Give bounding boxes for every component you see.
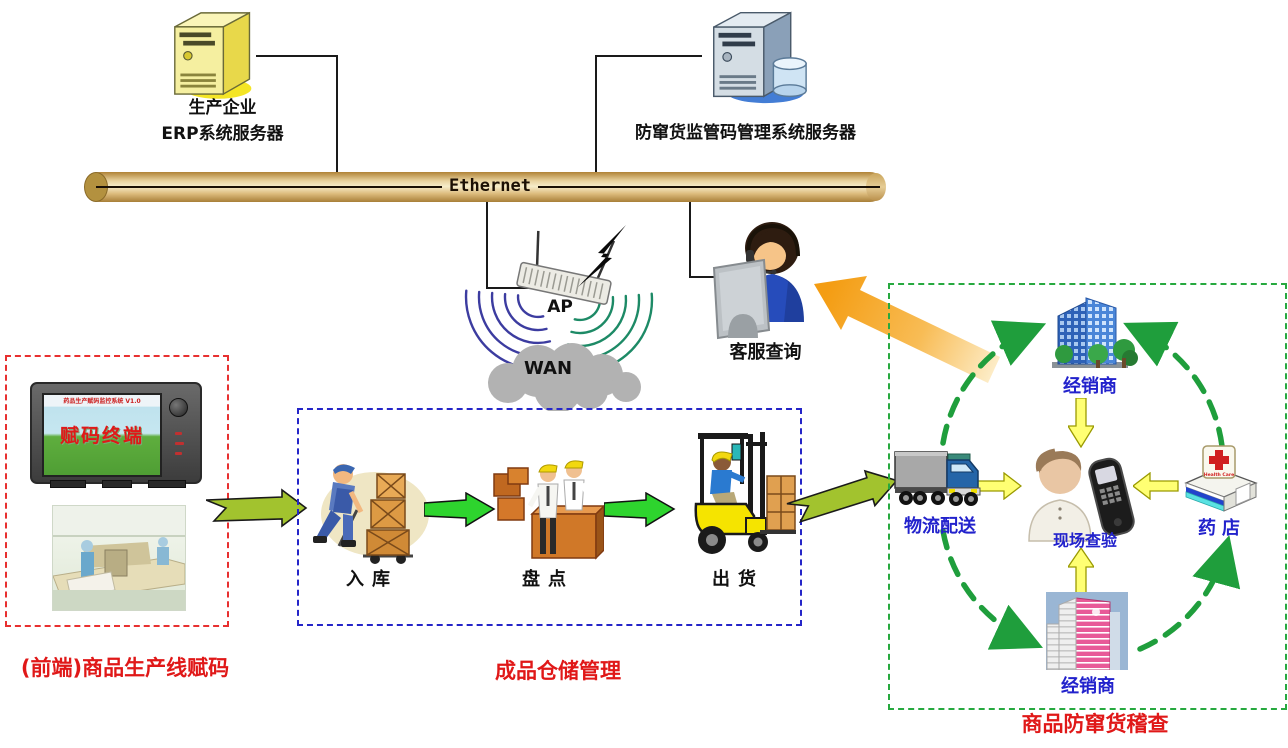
terminal-port (148, 480, 186, 488)
terminal-led (175, 442, 184, 445)
coding-caption: (前端)商品生产线赋码 (20, 656, 230, 680)
arrow-stocktake-to-ship (604, 492, 676, 528)
pharmacy-sign-text: Health Care (1204, 472, 1235, 478)
terminal-led (175, 452, 182, 455)
arrow-top-to-center (1068, 398, 1094, 448)
inbound-worker-icon (313, 448, 431, 566)
arrow-pharmacy-to-center (1133, 472, 1179, 500)
distributor-top-label: 经销商 (1063, 376, 1117, 397)
warehouse-step-stocktake-label: 盘点 (522, 569, 574, 590)
customer-service-icon (698, 218, 823, 346)
ethernet-label: Ethernet (449, 176, 531, 196)
ap-label: AP (547, 297, 573, 317)
wan-label: WAN (523, 358, 573, 379)
ethernet-bus-line-left (96, 186, 442, 188)
line-cs-horizontal (689, 276, 717, 278)
code-server-icon (694, 4, 822, 106)
line-codeserver-horizontal (596, 55, 702, 57)
arrow-inbound-to-stocktake (424, 492, 496, 528)
terminal-led (175, 432, 182, 435)
production-line-photo (52, 505, 186, 611)
forklift-icon (668, 424, 796, 564)
terminal-knob (169, 398, 188, 417)
pharmacy-label: 药店 (1198, 518, 1246, 539)
terminal-screen-header: 药品生产赋码监控系统 V1.0 (63, 398, 141, 405)
coding-terminal-icon: 药品生产赋码监控系统 V1.0 赋码终端 (30, 382, 202, 488)
line-erp-horizontal (256, 55, 338, 57)
warehouse-step-ship-label: 出货 (712, 569, 764, 590)
line-ap-vertical (486, 188, 488, 289)
customer-service-label: 客服查询 (729, 342, 802, 363)
line-erp-vertical (336, 55, 338, 188)
code-server-label: 防窜货监管码管理系统服务器 (635, 123, 856, 143)
arrow-warehouse-to-inspection (783, 460, 903, 532)
ethernet-bus-line-right (538, 186, 880, 188)
arrow-logistics-to-center (976, 472, 1022, 500)
warehouse-box (297, 408, 802, 626)
inspection-caption: 商品防窜货稽查 (1021, 712, 1169, 736)
distributor-bottom-label: 经销商 (1061, 676, 1115, 697)
terminal-port (50, 480, 86, 488)
database-cylinder-icon (772, 57, 807, 98)
logistics-label: 物流配送 (904, 516, 976, 537)
distributor-bottom-icon (1046, 592, 1128, 670)
erp-server-label: 生产企业 ERP系统服务器 (105, 96, 340, 147)
onsite-check-label: 现场查验 (1052, 531, 1117, 550)
arrow-coding-to-warehouse (206, 488, 308, 528)
logistics-truck-icon (893, 440, 983, 516)
distributor-top-icon (1038, 292, 1142, 372)
stocktake-icon (492, 448, 604, 564)
lightning-icon (578, 225, 626, 287)
onsite-check-icon (1015, 443, 1137, 545)
terminal-screen: 药品生产赋码监控系统 V1.0 赋码终端 (42, 393, 162, 477)
line-ap-horizontal (486, 287, 544, 289)
erp-server-label-line2: ERP系统服务器 (161, 123, 284, 144)
warehouse-caption: 成品仓储管理 (495, 659, 621, 683)
erp-server-icon (158, 4, 270, 102)
line-codeserver-vertical (595, 55, 597, 188)
arrow-bottom-to-center (1068, 548, 1094, 594)
wan-cloud-icon (488, 343, 641, 411)
health-care-sign: Health Care (1202, 445, 1236, 479)
access-point-icon (430, 225, 682, 411)
inspection-box (888, 283, 1287, 710)
terminal-screen-title: 赋码终端 (59, 425, 144, 447)
pharmacy-icon: Health Care (1180, 443, 1262, 521)
coding-box (5, 355, 229, 627)
terminal-port (102, 480, 132, 488)
erp-server-label-line1: 生产企业 (188, 98, 257, 118)
warehouse-step-inbound-label: 入库 (346, 569, 398, 590)
line-cs-vertical (689, 188, 691, 278)
